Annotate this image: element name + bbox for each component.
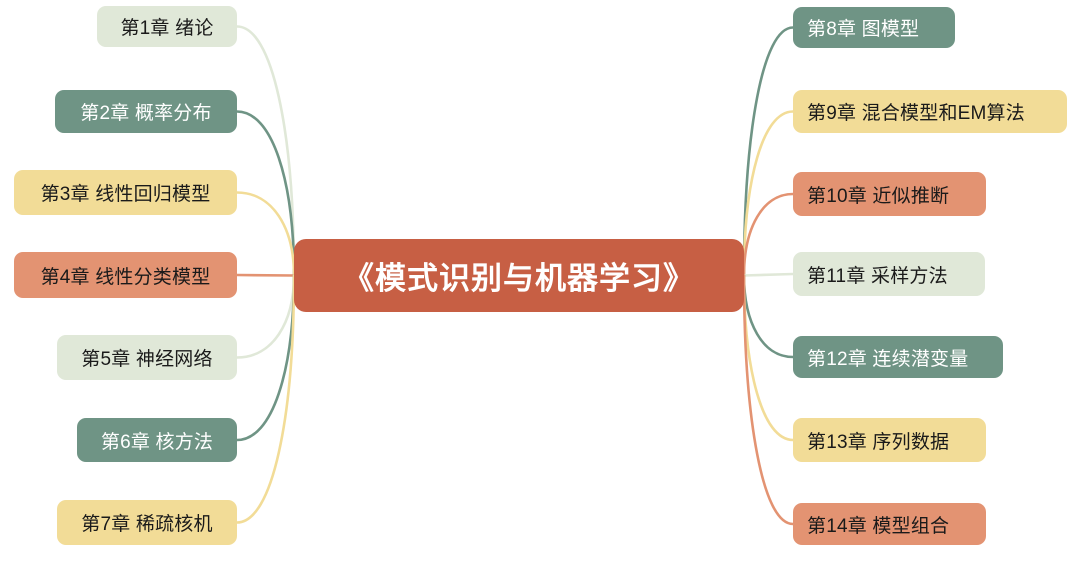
branch-node-11[interactable]: 第11章 采样方法	[793, 252, 985, 296]
branch-node-12[interactable]: 第12章 连续潜变量	[793, 336, 1003, 378]
connector-right-8	[742, 26, 795, 277]
branch-node-3[interactable]: 第3章 线性回归模型	[14, 170, 237, 215]
connector-left-7	[235, 274, 296, 524]
connector-right-9	[742, 110, 795, 277]
connector-left-4	[235, 273, 296, 277]
connector-right-13	[742, 274, 795, 442]
connector-right-14	[742, 274, 795, 526]
branch-node-13[interactable]: 第13章 序列数据	[793, 418, 986, 462]
center-node-title[interactable]: 《模式识别与机器学习》	[294, 239, 744, 312]
branch-node-9[interactable]: 第9章 混合模型和EM算法	[793, 90, 1067, 133]
connector-left-6	[235, 274, 296, 442]
branch-node-8[interactable]: 第8章 图模型	[793, 7, 955, 48]
connector-right-11	[742, 272, 795, 277]
branch-node-7[interactable]: 第7章 稀疏核机	[57, 500, 237, 545]
connector-left-1	[235, 25, 296, 277]
branch-node-14[interactable]: 第14章 模型组合	[793, 503, 986, 545]
branch-node-2[interactable]: 第2章 概率分布	[55, 90, 237, 133]
branch-node-10[interactable]: 第10章 近似推断	[793, 172, 986, 216]
connector-left-3	[235, 191, 296, 277]
branch-node-4[interactable]: 第4章 线性分类模型	[14, 252, 237, 298]
branch-node-6[interactable]: 第6章 核方法	[77, 418, 237, 462]
connector-right-12	[742, 274, 795, 359]
branch-node-1[interactable]: 第1章 绪论	[97, 6, 237, 47]
connector-left-2	[235, 110, 296, 277]
connector-right-10	[742, 192, 795, 277]
connector-left-5	[235, 274, 296, 359]
branch-node-5[interactable]: 第5章 神经网络	[57, 335, 237, 380]
